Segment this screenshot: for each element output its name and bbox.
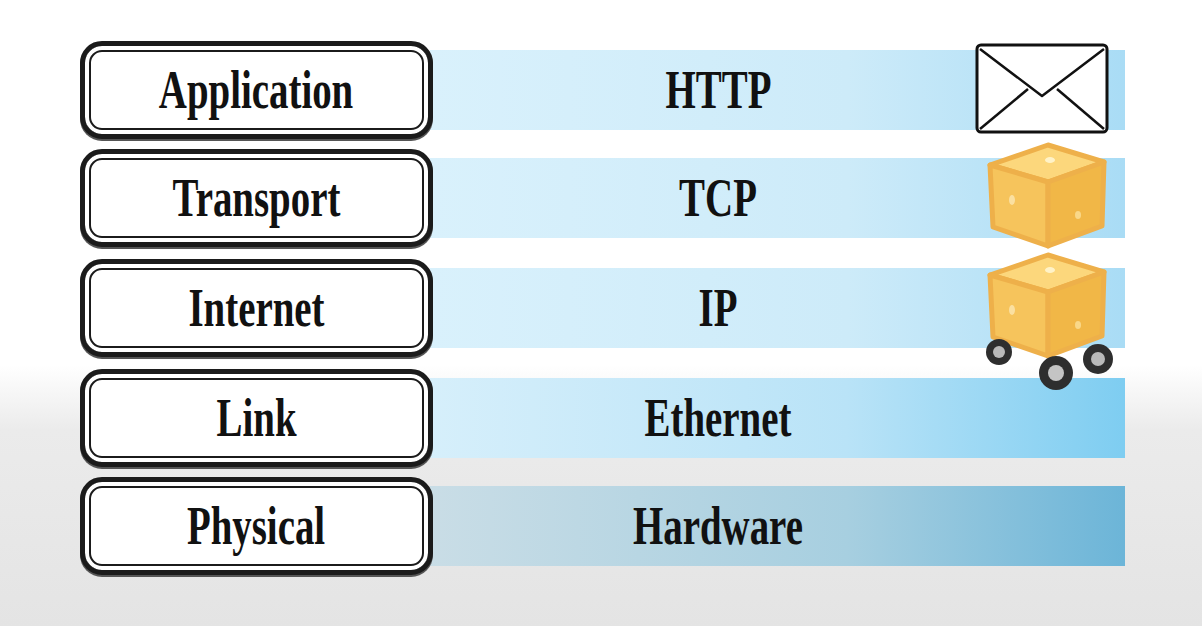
layer-name: Application [159,63,353,117]
protocol-name: Ethernet [645,391,792,445]
layer-box: Application [80,41,433,139]
protocol-name: Hardware [633,499,803,553]
layer-box: Physical [80,477,433,575]
protocol-band: HTTP [430,50,1125,130]
protocol-band-fill [430,378,1125,458]
protocol-name: IP [699,281,738,335]
protocol-name: TCP [679,171,757,225]
protocol-band: Ethernet [430,378,1125,458]
envelope-icon [977,45,1107,132]
layer-name: Link [217,391,297,445]
package-cube [990,145,1104,246]
layer-box: Internet [80,259,433,357]
protocol-band: Hardware [430,486,1125,566]
protocol-band: TCP [430,158,1125,238]
layer-name: Transport [173,171,341,225]
package-cart [986,255,1113,390]
layer-name: Internet [188,281,324,335]
protocol-band-fill [430,486,1125,566]
protocol-name: HTTP [665,63,771,117]
protocol-band: IP [430,268,1125,348]
layer-name: Physical [187,499,325,553]
layer-box: Link [80,369,433,467]
layer-box: Transport [80,149,433,247]
